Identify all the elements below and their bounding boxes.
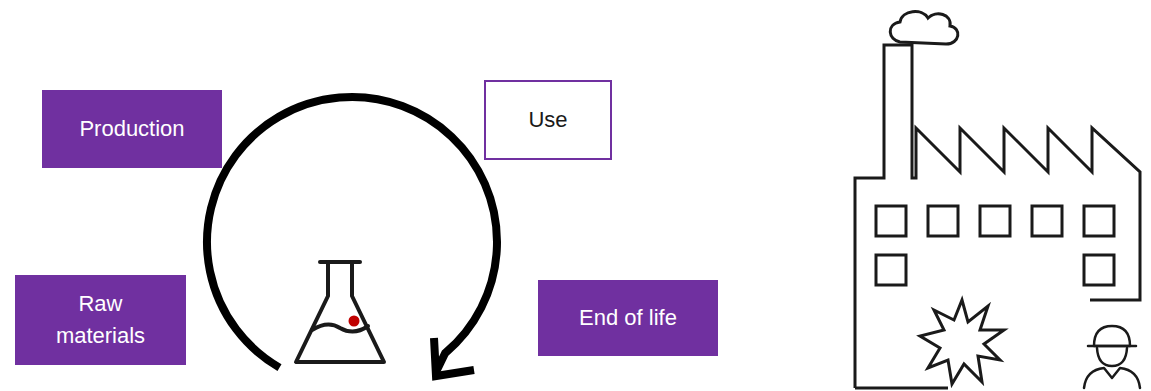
window <box>1084 255 1114 285</box>
explosion-symbol <box>920 300 1004 384</box>
stage-box: Raw materials <box>15 275 186 365</box>
window <box>876 255 906 285</box>
worker-face <box>1097 348 1127 366</box>
stage-label: Use <box>528 104 567 136</box>
stage-box: End of life <box>538 280 718 356</box>
factory-icon <box>855 12 1140 388</box>
factory-ground <box>855 387 948 390</box>
stage-label: Raw materials <box>35 288 166 352</box>
hard-hat <box>1094 326 1130 346</box>
cycle-arrow <box>207 97 497 372</box>
stage-label: Production <box>79 113 184 145</box>
window <box>980 206 1010 236</box>
hat-brim <box>1088 345 1136 348</box>
window <box>1032 206 1062 236</box>
worker-body <box>1084 368 1140 388</box>
stage-box: Production <box>42 90 222 168</box>
flask-body <box>296 262 384 362</box>
window <box>876 206 906 236</box>
worker-icon <box>1084 326 1140 388</box>
flask-liquid <box>312 324 368 331</box>
flask-icon <box>296 262 384 362</box>
arrow-head <box>434 338 474 376</box>
smoke-cloud <box>890 12 958 44</box>
window <box>1084 206 1114 236</box>
window <box>928 206 958 236</box>
stage-label: End of life <box>579 302 677 334</box>
factory-outline <box>855 45 1140 388</box>
flask-dot <box>349 316 360 327</box>
stage-box-outlined: Use <box>484 80 612 160</box>
